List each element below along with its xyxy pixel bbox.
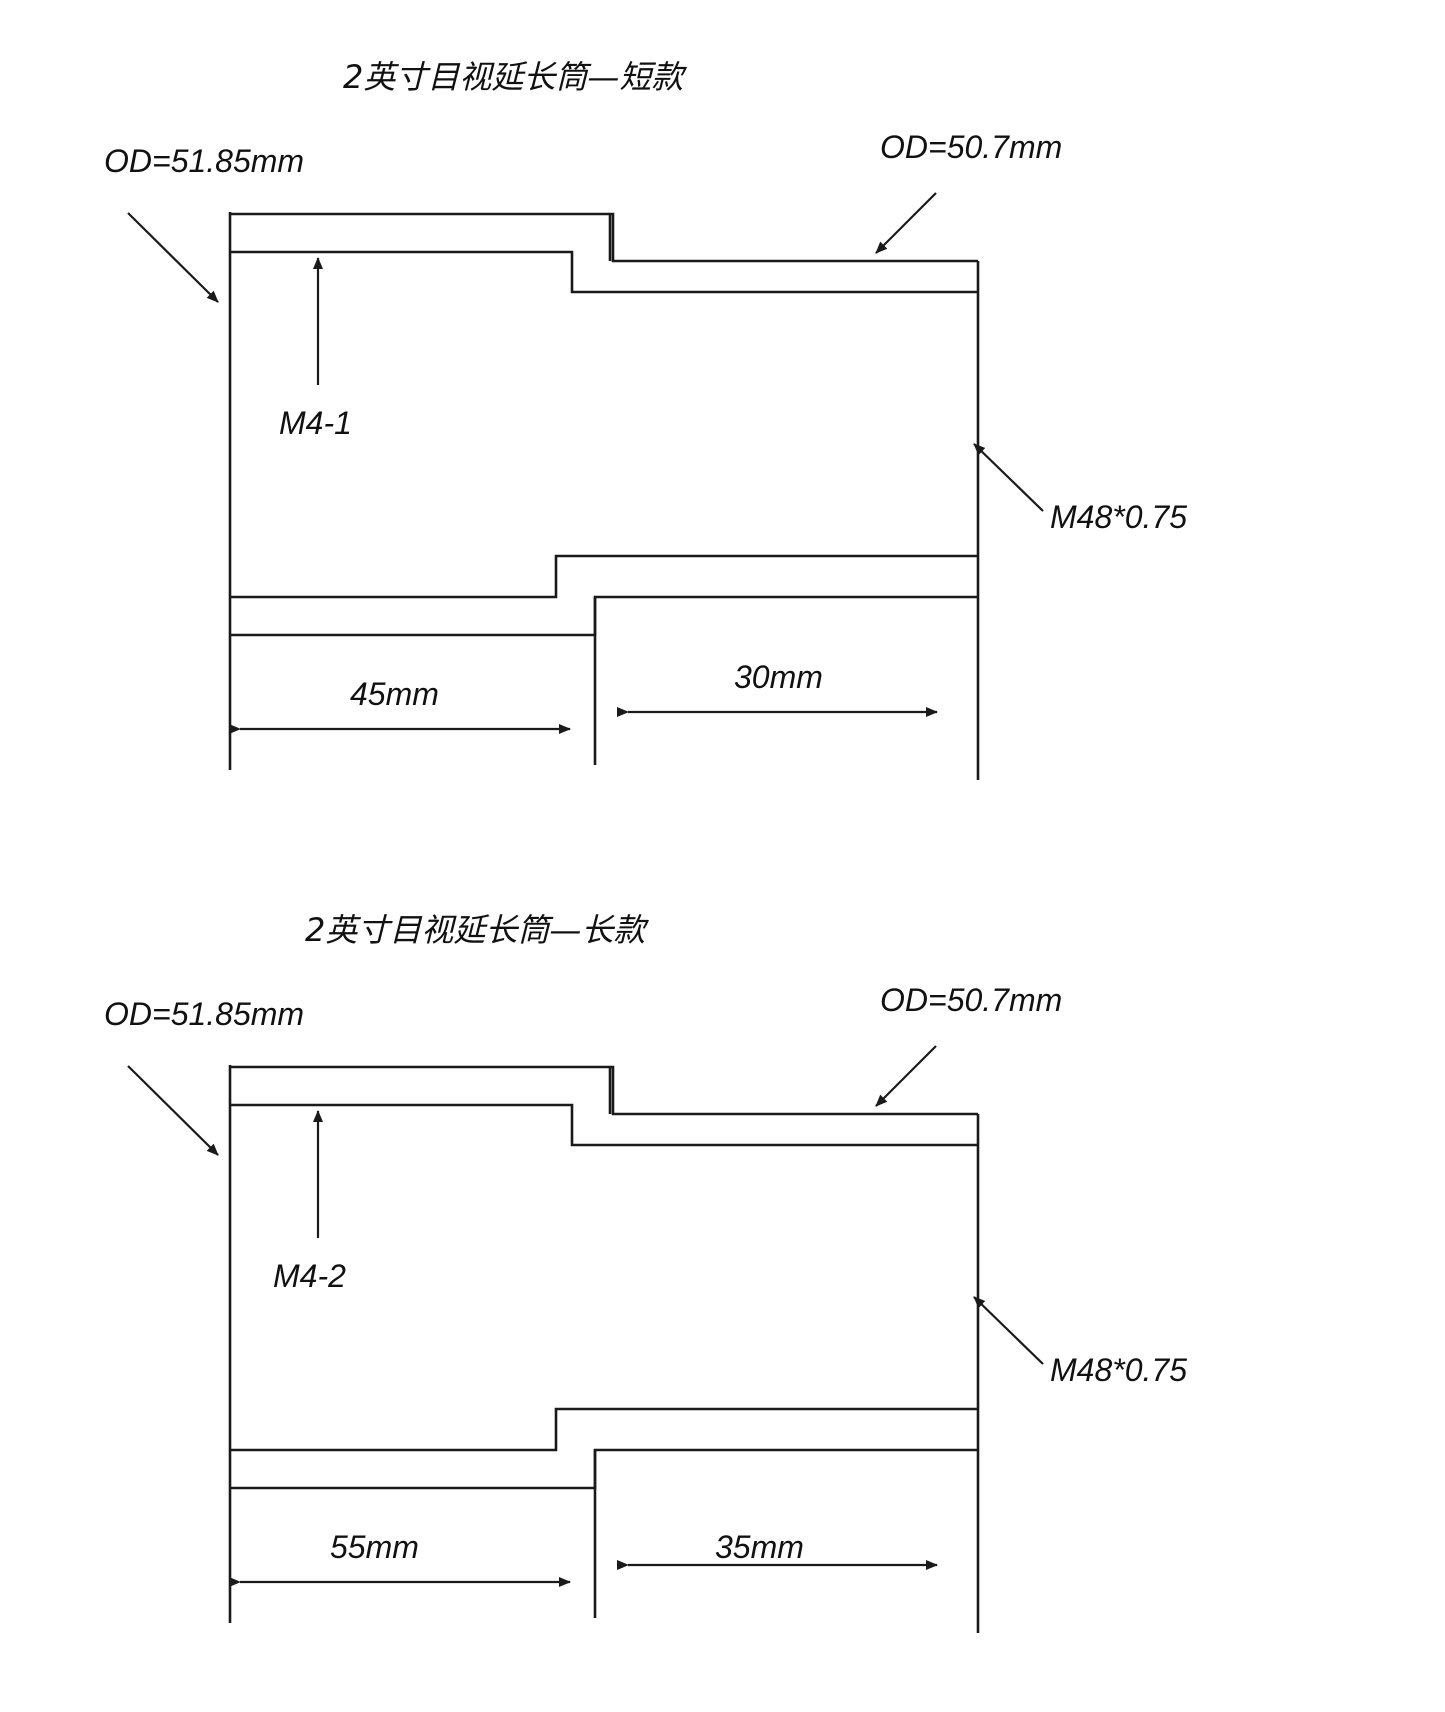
od-left-label: OD=51.85mm xyxy=(104,143,304,179)
tube-bottom-outer xyxy=(230,595,978,637)
tube-outline xyxy=(228,212,980,780)
tube-bottom-inner xyxy=(230,1407,978,1452)
thread-label: M48*0.75 xyxy=(1050,1352,1187,1388)
thread-arrow xyxy=(973,1296,1044,1365)
od-right-label: OD=50.7mm xyxy=(880,982,1062,1018)
tube-top-outer xyxy=(230,1065,978,1116)
tube-bottom-inner xyxy=(230,554,978,599)
drawing-title: 2英寸目视延长筒—短款 xyxy=(343,58,687,96)
od-right-arrow xyxy=(875,192,937,254)
drawing-title: 2英寸目视延长筒—长款 xyxy=(305,911,649,949)
thread-label: M48*0.75 xyxy=(1050,499,1187,535)
length-right-label: 35mm xyxy=(715,1529,804,1565)
length-left-label: 55mm xyxy=(330,1529,419,1565)
drawing-long: 2英寸目视延长筒—长款 OD=51.85mm OD=50.7mm M4-2 M4… xyxy=(104,911,1187,1633)
screw-label: M4-1 xyxy=(279,405,352,441)
screw-label: M4-2 xyxy=(273,1258,346,1294)
tube-bottom-outer xyxy=(230,1448,978,1490)
tube-top-inner xyxy=(230,1103,978,1147)
od-left-arrow xyxy=(127,212,219,303)
tube-top-outer xyxy=(230,212,978,263)
od-left-label: OD=51.85mm xyxy=(104,996,304,1032)
thread-arrow xyxy=(973,443,1044,512)
od-left-arrow xyxy=(127,1065,219,1156)
tube-outline xyxy=(228,1065,980,1633)
length-right-label: 30mm xyxy=(734,659,823,695)
drawing-short: 2英寸目视延长筒—短款 OD=51.85mm OD=50.7mm M4-1 M4… xyxy=(104,58,1187,780)
tube-top-inner xyxy=(230,250,978,294)
length-left-label: 45mm xyxy=(350,676,439,712)
od-right-arrow xyxy=(875,1045,937,1107)
od-right-label: OD=50.7mm xyxy=(880,129,1062,165)
